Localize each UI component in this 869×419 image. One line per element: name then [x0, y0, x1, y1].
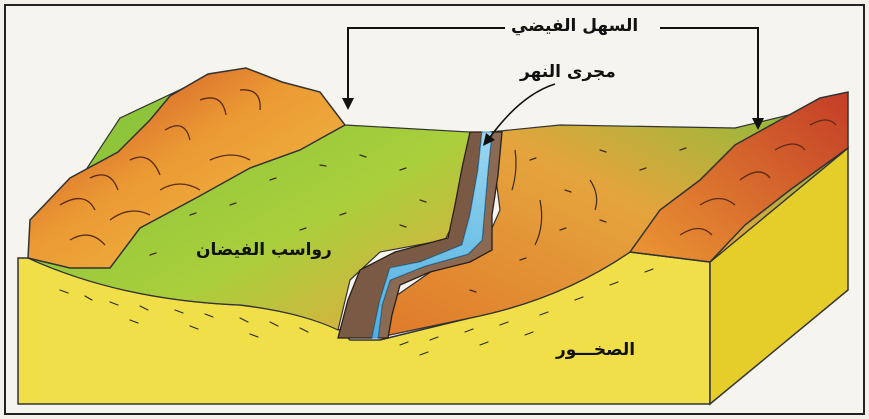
river-channel-label: مجرى النهر [520, 64, 616, 81]
floodplain-label: السهل الفيضي [505, 18, 644, 35]
rocks-label: الصخـــور [556, 342, 635, 359]
flood-deposits-label: رواسب الفيضان [196, 242, 332, 259]
